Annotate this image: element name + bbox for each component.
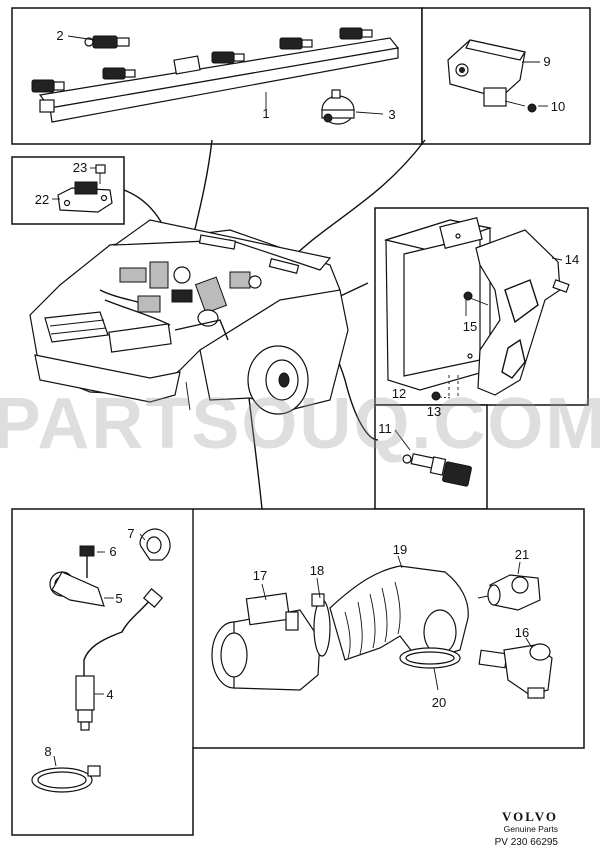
callout-22: 22 bbox=[35, 192, 49, 207]
car-headlight bbox=[108, 323, 172, 353]
callout-16: 16 bbox=[515, 625, 529, 640]
callout-8: 8 bbox=[44, 744, 51, 759]
sensor-screw bbox=[504, 100, 526, 107]
leader-3 bbox=[355, 111, 384, 115]
callout-19: 19 bbox=[393, 542, 407, 557]
fuel-rail-illustration bbox=[31, 27, 400, 125]
hose-clamp-18 bbox=[313, 599, 331, 657]
ecu-connector bbox=[439, 217, 483, 249]
brand-subtitle: Genuine Parts bbox=[504, 824, 558, 834]
callout-7: 7 bbox=[127, 526, 134, 541]
callout-3: 3 bbox=[388, 107, 395, 122]
injector-6 bbox=[339, 27, 373, 40]
callout-9: 9 bbox=[543, 54, 550, 69]
callout-12: 12 bbox=[392, 386, 406, 401]
callout-5: 5 bbox=[115, 591, 122, 606]
injector-4 bbox=[211, 51, 245, 64]
callout-11: 11 bbox=[378, 421, 392, 436]
air-intake-illustration bbox=[31, 528, 553, 793]
callout-1: 1 bbox=[262, 106, 269, 121]
car-illustration bbox=[29, 219, 349, 415]
leader-21 bbox=[517, 561, 521, 575]
callout-2: 2 bbox=[56, 28, 63, 43]
leader-11 bbox=[394, 429, 411, 451]
leader-20 bbox=[433, 667, 439, 691]
bracket-block bbox=[74, 181, 98, 195]
bracket-plate bbox=[57, 187, 113, 213]
leader-17 bbox=[261, 583, 267, 601]
pressure-sensor-illustration bbox=[447, 39, 548, 113]
leader-18 bbox=[316, 577, 321, 599]
callout-21: 21 bbox=[515, 547, 529, 562]
callout-10: 10 bbox=[551, 99, 565, 114]
temp-sensor-connector bbox=[442, 461, 472, 487]
callout-4: 4 bbox=[106, 687, 113, 702]
engine-components bbox=[99, 234, 300, 341]
leader-2 bbox=[67, 35, 96, 41]
idle-air-valve bbox=[478, 637, 553, 699]
callout-13: 13 bbox=[427, 404, 441, 419]
sensor-connector bbox=[483, 87, 507, 107]
air-meter-connector bbox=[245, 592, 291, 626]
callout-14: 14 bbox=[565, 252, 579, 267]
ecu-bracket bbox=[475, 229, 561, 396]
leader-16 bbox=[525, 637, 533, 649]
lambda-sensor-body bbox=[75, 675, 95, 711]
hose-connector-21 bbox=[477, 574, 541, 611]
callout-6: 6 bbox=[109, 544, 116, 559]
temp-sensor-illustration bbox=[394, 429, 472, 487]
bolt-6 bbox=[79, 545, 105, 578]
screw-head bbox=[527, 103, 537, 113]
callout-20: 20 bbox=[432, 695, 446, 710]
fuel-rail-side bbox=[49, 47, 399, 123]
pressure-regulator bbox=[321, 89, 355, 125]
brand-logo: VOLVO bbox=[502, 809, 558, 824]
watermark: PARTSOUQ.COM bbox=[0, 384, 600, 464]
hose-clip-8 bbox=[31, 755, 101, 793]
car-grille bbox=[44, 311, 109, 343]
rail-regulator-mount bbox=[173, 55, 201, 75]
clip-5 bbox=[49, 571, 114, 607]
leader-19 bbox=[397, 555, 403, 569]
injector-3 bbox=[31, 79, 65, 113]
callout-18: 18 bbox=[310, 563, 324, 578]
control-unit-illustration bbox=[383, 217, 570, 401]
injector-2 bbox=[102, 67, 136, 80]
drawing-code: PV 230 66295 bbox=[495, 837, 559, 848]
injector-1 bbox=[84, 35, 130, 49]
car-bumper bbox=[34, 354, 181, 403]
screw-13 bbox=[431, 391, 453, 401]
callout-17: 17 bbox=[253, 568, 267, 583]
bracket-illustration bbox=[52, 164, 113, 213]
lambda-sensor bbox=[75, 588, 164, 731]
screw-15 bbox=[463, 291, 489, 306]
leader-14 bbox=[551, 257, 563, 261]
callout-23: 23 bbox=[73, 160, 87, 175]
clip-7 bbox=[139, 528, 171, 561]
injector-5 bbox=[279, 37, 313, 50]
callout-15: 15 bbox=[463, 319, 477, 334]
bracket-bolt-head bbox=[95, 164, 106, 174]
